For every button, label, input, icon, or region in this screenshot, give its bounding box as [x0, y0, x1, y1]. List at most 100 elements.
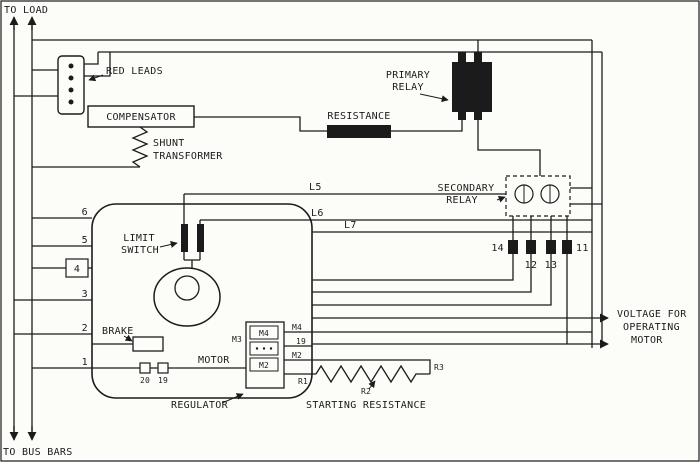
terminal-6-label: 6: [82, 207, 88, 218]
voltage-label-3: MOTOR: [631, 335, 663, 346]
wire-compensator-to-resistance: [194, 116, 327, 132]
contact-19-box: [157, 362, 169, 374]
contact-12-label: 12: [525, 260, 538, 271]
terminal-2-label: 2: [82, 323, 88, 334]
resistance-label: RESISTANCE: [327, 111, 390, 122]
wire-relay-to-secondary: [477, 120, 541, 176]
lead-dot: [68, 63, 74, 69]
lead-dot: [68, 75, 74, 81]
m2-tap-label: M2: [292, 351, 302, 360]
cam-hub: [174, 275, 200, 301]
l5-label: L5: [309, 182, 322, 193]
starting-resistance-coil: [315, 364, 430, 384]
brake-label: BRAKE: [102, 326, 134, 337]
wire-resistance-to-relay: [391, 120, 463, 132]
lead-dot: [68, 87, 74, 93]
primary-relay-terminal: [458, 52, 466, 62]
tap-19-label: 19: [296, 337, 306, 346]
r2-pointer: [368, 380, 376, 390]
resistance-block: [327, 125, 391, 138]
label-pointers: [88, 74, 506, 404]
wire-contact12-run: [312, 254, 532, 293]
wire-contact14-run: [312, 254, 514, 281]
limit-switch-label-1: LIMIT: [123, 233, 155, 244]
cam-body: [153, 267, 221, 327]
motor-tap-m4: [249, 325, 279, 340]
m4-tap-label: M4: [292, 323, 302, 332]
terminal-1-label: 1: [82, 357, 88, 368]
primary-relay-terminal: [474, 52, 482, 62]
to-bus-bars-label: TO BUS BARS: [3, 447, 73, 458]
motor-tap-mid: [249, 341, 279, 356]
secondary-relay-pointer: [496, 195, 506, 203]
compensator-label: COMPENSATOR: [106, 112, 176, 123]
secondary-relay-label-1: SECONDARY: [438, 183, 495, 194]
shunt-transformer-label-1: SHUNT: [153, 138, 185, 149]
m4-box-label: M4: [259, 329, 269, 338]
m3-label: M3: [232, 335, 242, 344]
wire-m2-run: [284, 359, 431, 374]
contact-20-box: [139, 362, 151, 374]
shunt-transformer-coil: [131, 126, 149, 168]
labels: TO LOAD TO BUS BARS RED LEADS COMPENSATO…: [3, 5, 687, 458]
tap-dot: [262, 347, 266, 350]
contact-19-label: 19: [158, 376, 168, 385]
limit-switch-contact: [197, 224, 204, 252]
wire-red-lead-1: [84, 52, 99, 65]
starting-resistance-label: STARTING RESISTANCE: [306, 400, 426, 411]
tap-dot: [255, 347, 259, 350]
r1-label: R1: [298, 377, 308, 386]
wire-runs: [9, 16, 609, 441]
primary-relay-body: [452, 62, 492, 112]
components: [57, 52, 572, 399]
motor-label: MOTOR: [198, 355, 230, 366]
contact-14-label: 14: [491, 243, 504, 254]
contact-20-label: 20: [140, 376, 150, 385]
contact-12: [526, 240, 536, 254]
contact-13-label: 13: [545, 260, 558, 271]
limit-switch-contact: [181, 224, 188, 252]
voltage-label-1: VOLTAGE FOR: [617, 309, 687, 320]
r2-label: R2: [361, 387, 371, 396]
contact-13: [546, 240, 556, 254]
primary-relay-terminal: [458, 112, 466, 120]
voltage-label-2: OPERATING: [623, 322, 680, 333]
wire-contact13-run: [312, 254, 552, 306]
primary-relay-label-2: RELAY: [392, 82, 424, 93]
compensator-box: [87, 105, 195, 128]
primary-relay-pointer: [419, 93, 449, 103]
secondary-relay-coil-core: [523, 185, 551, 203]
lead-dot: [68, 99, 74, 105]
primary-relay-label-1: PRIMARY: [386, 70, 430, 81]
to-load-label: TO LOAD: [4, 5, 48, 16]
limit-switch-pointer: [159, 241, 178, 248]
compensator-unit: [57, 55, 85, 115]
limit-switch-label-2: SWITCH: [121, 245, 159, 256]
contact-11: [562, 240, 572, 254]
wire-secondary-to-contacts: [512, 216, 568, 240]
primary-relay-terminal: [474, 112, 482, 120]
wire-limit-to-cam: [183, 252, 201, 268]
regulator-label: REGULATOR: [171, 400, 229, 411]
motor-tap-block: [245, 321, 285, 389]
terminal-4-label: 4: [74, 264, 80, 275]
brake-pointer: [123, 334, 133, 342]
secondary-relay-body: [505, 175, 571, 217]
regulator-pointer: [221, 393, 244, 404]
terminal-3-label: 3: [82, 289, 88, 300]
secondary-relay-label-2: RELAY: [446, 195, 478, 206]
l7-label: L7: [344, 220, 357, 231]
brake-block: [132, 336, 164, 352]
terminal-5-label: 5: [82, 235, 88, 246]
contact-11-label: 11: [576, 243, 589, 254]
r3-label: R3: [434, 363, 444, 372]
tap-dot: [269, 347, 273, 350]
contact-14: [508, 240, 518, 254]
l6-label: L6: [311, 208, 324, 219]
motor-tap-m2: [249, 357, 279, 372]
terminal-4-box: [65, 258, 89, 278]
shunt-transformer-label-2: TRANSFORMER: [153, 151, 223, 162]
